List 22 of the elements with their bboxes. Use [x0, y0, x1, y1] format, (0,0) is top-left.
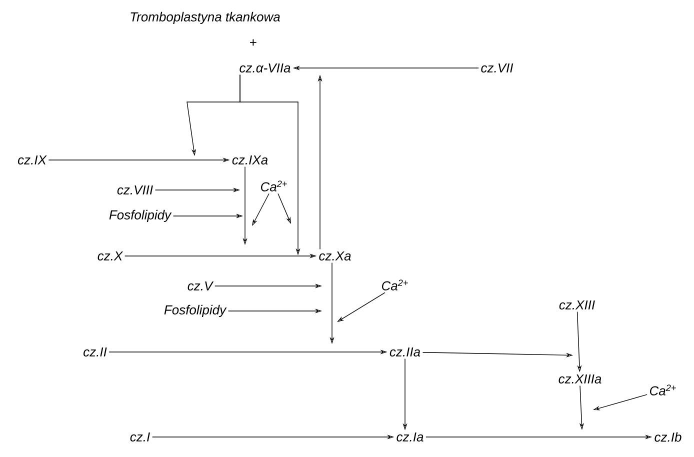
factor-label: cz.VIII	[117, 185, 153, 195]
factor-label: cz.II	[84, 347, 107, 357]
factor-label: cz.X	[98, 251, 124, 261]
factor-label: Fosfolipidy	[109, 210, 172, 222]
factor-label: cz.α-VIIa	[240, 63, 290, 73]
factor-label: Ca$^{2+}$	[650, 384, 676, 396]
factor-label: Ca$^{2+}$	[260, 180, 287, 192]
factor-label: cz.V	[188, 281, 214, 291]
text-label: +	[250, 39, 256, 46]
factor-label: cz.Xa	[319, 251, 351, 261]
factor-label: cz.IIa	[390, 347, 420, 357]
factor-label: cz.IXa	[232, 155, 268, 165]
factor-label: cz.XIIIa	[558, 374, 602, 384]
factor-label: Ca$^{2+}$	[382, 280, 408, 290]
factor-label: cz.IX	[18, 155, 47, 165]
factor-label: cz.I	[130, 432, 150, 442]
text-label: Tromboplastyna tkankowa	[130, 12, 280, 24]
factor-label: cz.Ib	[654, 432, 682, 442]
factor-label: cz.Ia	[396, 432, 424, 442]
factor-label: Fosfolipidy	[164, 304, 227, 318]
factor-label: cz.VII	[481, 63, 514, 73]
factor-label: cz.XIII	[559, 300, 595, 310]
